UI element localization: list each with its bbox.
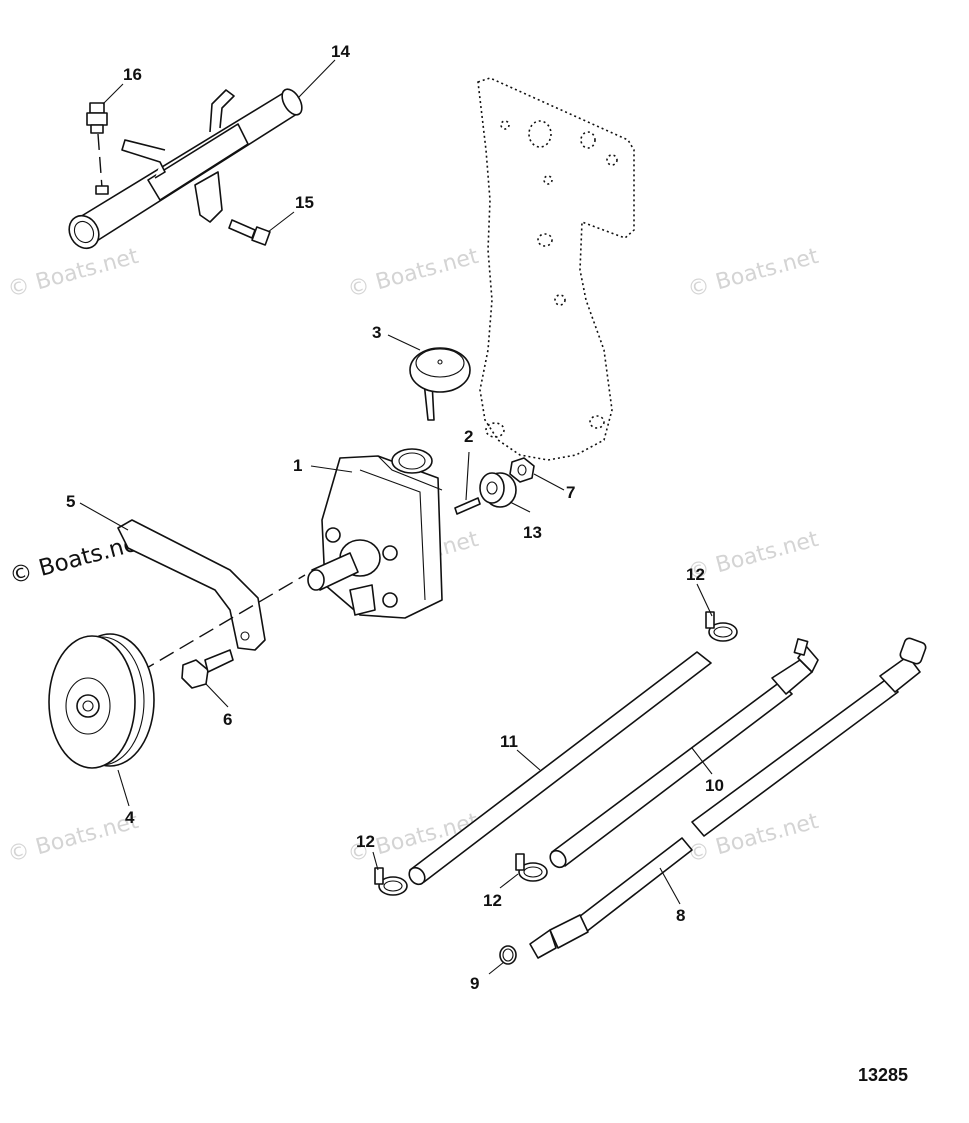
callout-9: 9 (470, 974, 479, 993)
part-15-bolt (228, 219, 271, 246)
part-3-cap (409, 347, 471, 421)
callout-5: 5 (66, 492, 75, 511)
watermark: © Boats.net (5, 809, 141, 868)
part-9-oring (499, 945, 517, 965)
callout-12: 12 (686, 565, 705, 584)
part-12-clamp (515, 853, 548, 882)
bracket-outline (477, 77, 635, 461)
part-6-bolt (181, 649, 234, 689)
part-13-spacer (479, 472, 517, 508)
callout-2: 2 (464, 427, 473, 446)
watermark: © Boats.net (345, 244, 481, 303)
part-16-sensor (86, 102, 109, 195)
part-10-hose (549, 638, 819, 869)
watermark: © Boats.net (5, 244, 141, 303)
callout-15: 15 (295, 193, 314, 212)
part-5-bracket (117, 519, 306, 673)
part-8-hose (529, 637, 927, 959)
part-12-clamp (705, 611, 738, 642)
part-1-pump (307, 448, 443, 619)
callout-4: 4 (125, 808, 135, 827)
leader-lines (79, 59, 713, 975)
callout-7: 7 (566, 483, 575, 502)
callout-13: 13 (523, 523, 542, 542)
callout-3: 3 (372, 323, 381, 342)
part-11-hose (408, 651, 712, 886)
callout-16: 16 (123, 65, 142, 84)
callout-1: 1 (293, 456, 302, 475)
part-7-nut (509, 457, 535, 483)
part-2-stud (454, 497, 481, 515)
part-4-pulley (48, 633, 155, 769)
part-14-tube (68, 88, 303, 250)
figure-number: 13285 (858, 1065, 908, 1085)
callout-10: 10 (705, 776, 724, 795)
callout-8: 8 (676, 906, 685, 925)
callout-6: 6 (223, 710, 232, 729)
watermark: © Boats.net (685, 244, 821, 303)
callout-12: 12 (483, 891, 502, 910)
part-12-clamp (374, 867, 408, 896)
callout-12: 12 (356, 832, 375, 851)
watermark: © Boats.net (685, 527, 821, 586)
callout-11: 11 (500, 732, 518, 751)
callout-14: 14 (331, 42, 350, 61)
callouts: 1 2 3 4 5 6 7 8 9 10 11 12 12 12 13 14 1… (66, 42, 724, 993)
